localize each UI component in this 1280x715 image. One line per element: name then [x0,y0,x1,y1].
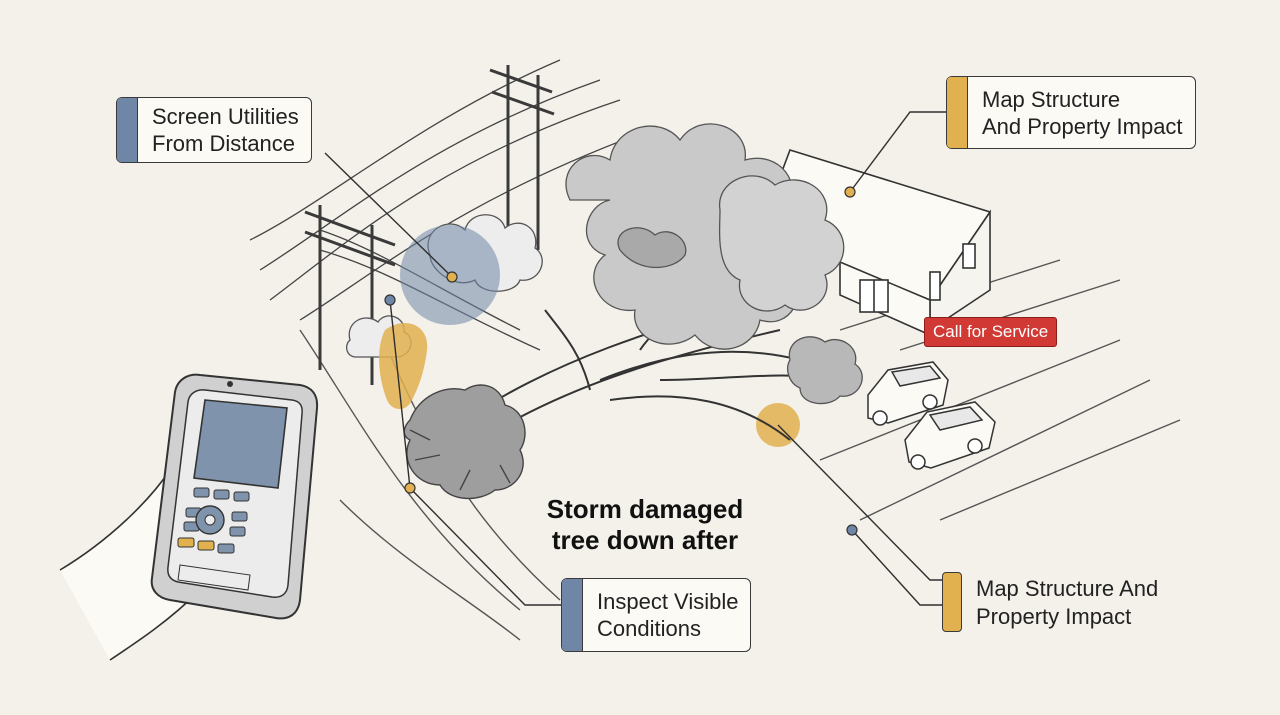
callout-inspect-conditions: Inspect Visible Conditions [561,578,752,652]
marker-dot [446,271,458,283]
marker-dot [844,186,856,198]
root-highlight [379,322,428,409]
marker-dot [384,294,396,306]
utility-pole-far [489,65,555,250]
callout-map-structure-top: Map Structure And Property Impact [946,76,1196,149]
utility-pole-near [304,205,396,385]
call-for-service-badge[interactable]: Call for Service [924,317,1058,347]
callout-tab [562,579,583,651]
marker-dot [846,524,858,536]
marker-dot [404,482,416,494]
callout-tab [947,77,968,148]
callout-map-structure-bottom: Map Structure And Property Impact [976,576,1159,629]
leader-lines [324,111,948,606]
callout-tab [942,572,962,632]
callout-screen-utilities: Screen Utilities From Distance [116,97,312,163]
callout-text: Screen Utilities From Distance [152,104,299,156]
uprooted-root-ball [403,384,526,500]
callout-text: Inspect Visible Conditions [597,589,739,641]
handheld-device [150,373,319,620]
house [758,149,992,337]
headline: Storm damaged tree down after [546,494,744,555]
tree-canopy [565,123,863,405]
car-1 [867,361,949,426]
callout-text: Map Structure And Property Impact [982,86,1183,139]
callout-tab [117,98,138,162]
car-2 [904,401,996,470]
